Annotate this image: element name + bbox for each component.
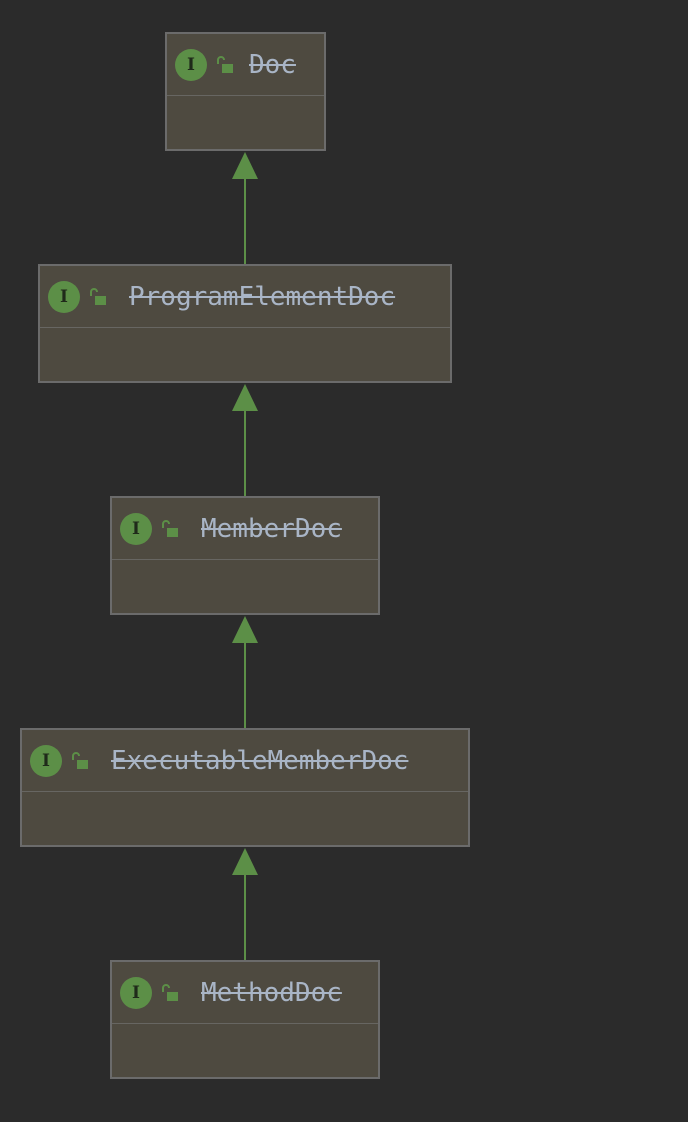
class-node-method-doc[interactable]: I MethodDoc (110, 960, 380, 1079)
interface-icon: I (175, 48, 207, 81)
class-node-doc[interactable]: I Doc (165, 32, 326, 151)
unlocked-icon (214, 54, 236, 76)
class-node-header: I MemberDoc (112, 498, 378, 560)
class-name: ProgramElementDoc (129, 281, 396, 312)
class-node-header: I MethodDoc (112, 962, 378, 1024)
unlocked-icon (69, 750, 91, 772)
class-node-members (112, 560, 378, 612)
edge-program-element-doc-to-doc (232, 152, 258, 264)
unlocked-icon (159, 518, 181, 540)
interface-icon: I (120, 512, 152, 545)
class-name: Doc (249, 49, 296, 80)
class-node-header: I Doc (167, 34, 324, 96)
class-name: MemberDoc (201, 513, 342, 544)
class-node-executable-member-doc[interactable]: I ExecutableMemberDoc (20, 728, 470, 847)
interface-icon: I (120, 976, 152, 1009)
edge-method-doc-to-executable-member-doc (232, 848, 258, 960)
class-node-member-doc[interactable]: I MemberDoc (110, 496, 380, 615)
edge-member-doc-to-program-element-doc (232, 384, 258, 496)
interface-icon: I (30, 744, 62, 777)
class-node-members (167, 96, 324, 148)
class-name: MethodDoc (201, 977, 342, 1008)
class-name: ExecutableMemberDoc (111, 745, 409, 776)
interface-icon: I (48, 280, 80, 313)
class-node-header: I ExecutableMemberDoc (22, 730, 468, 792)
edge-executable-member-doc-to-member-doc (232, 616, 258, 728)
class-node-members (112, 1024, 378, 1076)
class-node-header: I ProgramElementDoc (40, 266, 450, 328)
unlocked-icon (87, 286, 109, 308)
class-node-program-element-doc[interactable]: I ProgramElementDoc (38, 264, 452, 383)
class-node-members (22, 792, 468, 844)
class-node-members (40, 328, 450, 380)
unlocked-icon (159, 982, 181, 1004)
